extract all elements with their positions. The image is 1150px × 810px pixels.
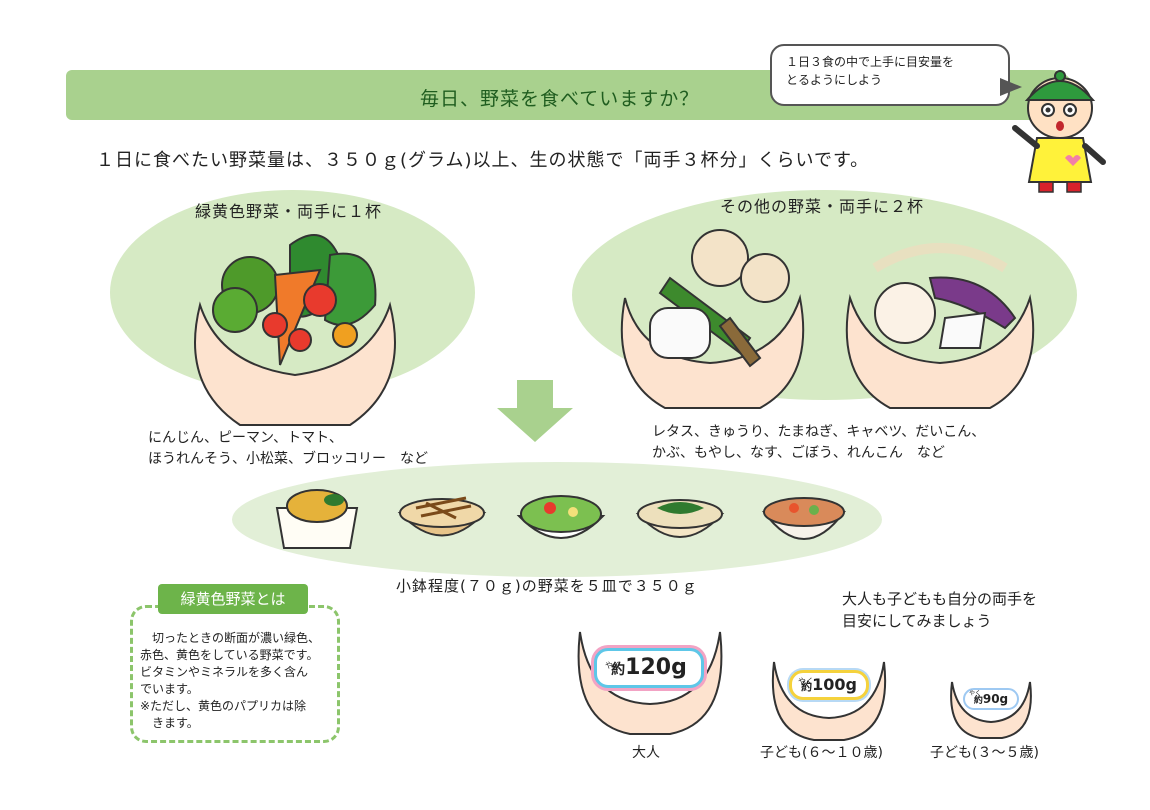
child-3-5-hands-icon <box>950 681 1032 739</box>
adult-amount-badge: やく 約120g <box>594 648 704 688</box>
info-line-3: ビタミンやミネラルを多く含ん <box>140 665 309 679</box>
info-line-1: 切ったときの断面が濃い緑色、 <box>140 631 321 645</box>
child-3-5-label: 子ども(３～５歳) <box>930 745 1039 761</box>
other-vegetables-hands-1-icon <box>620 229 805 409</box>
info-line-5: ※ただし、黄色のパプリカは除 <box>140 699 307 713</box>
child-6-10-prefix: 約 <box>801 680 813 693</box>
child-6-10-hands-icon <box>771 661 887 741</box>
dish-caption: 小鉢程度(７０ｇ)の野菜を５皿で３５０ｇ <box>396 577 698 595</box>
page-title: 毎日、野菜を食べていますか？ <box>420 88 700 110</box>
green-yellow-heading: 緑黄色野菜・両手に１杯 <box>195 202 383 221</box>
green-vegetables-hands-icon <box>194 234 396 426</box>
simmered-pumpkin-dish-icon <box>275 489 359 549</box>
child-3-5-amount-badge: やく 約90g <box>963 688 1019 710</box>
bubble-tail <box>1000 78 1022 96</box>
info-line-4: でいます。 <box>140 682 199 696</box>
mascot-character-icon <box>1012 70 1106 193</box>
bubble-line-2: とるようにしよう <box>786 73 883 87</box>
hands-note-line-1: 大人も子どもも自分の両手を <box>842 590 1038 608</box>
other-vegetables-examples-line-1: レタス、きゅうり、たまねぎ、キャベツ、だいこん、 <box>652 424 986 440</box>
adult-hands-icon <box>577 631 723 735</box>
speech-bubble: １日３食の中で上手に目安量を とるようにしよう <box>770 44 1010 106</box>
adult-prefix: 約 <box>611 662 626 678</box>
child-3-5-prefix: 約 <box>973 696 983 706</box>
child-6-10-yaku: やく <box>798 677 814 686</box>
hands-note-line-2: 目安にしてみましょう <box>842 612 992 630</box>
salad-dish-icon <box>516 495 606 539</box>
child-3-5-yaku: やく <box>969 690 982 697</box>
down-arrow-icon <box>497 380 573 442</box>
adult-label: 大人 <box>632 745 660 761</box>
hands-note: 大人も子どもも自分の両手を 目安にしてみましょう <box>842 588 1037 632</box>
bubble-line-1: １日３食の中で上手に目安量を <box>786 55 955 69</box>
green-yellow-examples: にんじん、ピーマン、トマト、 ほうれんそう、小松菜、ブロッコリー など <box>148 428 428 470</box>
other-vegetables-examples: レタス、きゅうり、たまねぎ、キャベツ、だいこん、 かぶ、もやし、なす、ごぼう、れ… <box>652 422 985 464</box>
spinach-dish-icon <box>635 499 725 538</box>
adult-yaku: やく <box>605 661 621 670</box>
child-6-10-amount: 100g <box>812 675 857 694</box>
child-6-10-label: 子ども(６～１０歳) <box>760 745 883 761</box>
kinpira-dish-icon <box>397 496 487 537</box>
info-line-6: きます。 <box>140 716 199 730</box>
other-vegetables-heading: その他の野菜・両手に２杯 <box>720 197 925 216</box>
other-vegetables-examples-line-2: かぶ、もやし、なす、ごぼう、れんこん など <box>652 445 945 461</box>
info-box-text: 切ったときの断面が濃い緑色、 赤色、黄色をしている野菜です。 ビタミンやミネラル… <box>140 630 340 732</box>
miso-soup-dish-icon <box>762 497 846 540</box>
child-6-10-amount-badge: やく 約100g <box>789 670 869 700</box>
info-box-label: 緑黄色野菜とは <box>158 584 308 614</box>
intro-text: １日に食べたい野菜量は、３５０ｇ(グラム)以上、生の状態で「両手３杯分」くらいで… <box>96 150 870 171</box>
green-yellow-examples-line-2: ほうれんそう、小松菜、ブロッコリー など <box>148 451 428 467</box>
other-vegetables-hands-2-icon <box>845 243 1035 409</box>
info-line-2: 赤色、黄色をしている野菜です。 <box>140 648 319 662</box>
green-yellow-examples-line-1: にんじん、ピーマン、トマト、 <box>148 430 343 446</box>
adult-amount: 120g <box>625 655 687 680</box>
child-3-5-amount: 90g <box>982 692 1009 706</box>
